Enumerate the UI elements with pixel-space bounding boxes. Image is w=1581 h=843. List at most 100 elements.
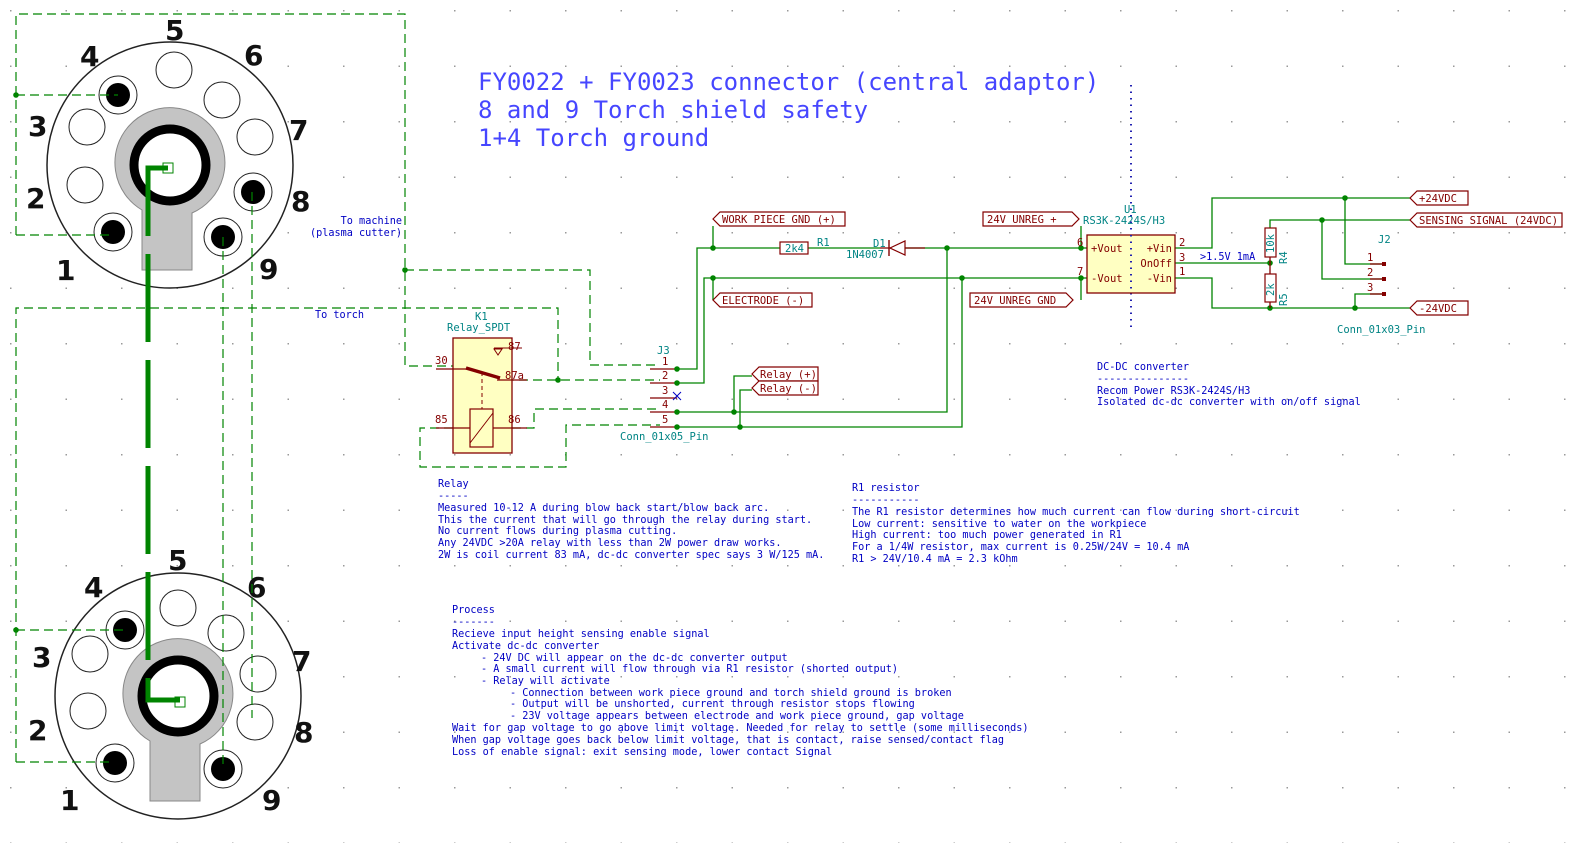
cable-wires[interactable] [15,13,660,768]
pin-marker [162,162,174,174]
net-label-text: WORK PIECE GND (+) [722,214,836,226]
note-rule: ------- [452,617,495,628]
note-title: Process [452,605,495,616]
net-label-relay-neg[interactable]: Relay (-) [751,380,819,396]
d1-ref: D1 [873,238,886,250]
u1-pin-vin-pos: +Vin [1147,243,1172,255]
note-line: Recom Power RS3K-2424S/H3 [1097,386,1250,397]
u1-value: RS3K-2424S/H3 [1083,215,1165,227]
pin-number-4: 4 [80,40,99,73]
note-line: - 23V voltage appears between electrode … [510,711,964,722]
j2-value: Conn_01x03_Pin [1337,324,1426,336]
note-r1-resistor: R1 resistor ----------- The R1 resistor … [852,483,1300,565]
connector-j2[interactable]: J2 1 2 3 Conn_01x03_Pin [1337,234,1426,336]
connector-bottom-image [55,573,301,819]
pin-hole-3 [68,108,106,146]
u1-pin-7: 7 [1077,266,1083,278]
note-line: - Output will be unshorted, current thro… [510,699,915,710]
r1-value: 2k4 [785,243,804,255]
pin-number-3: 3 [28,110,47,143]
note-line: Recieve input height sensing enable sign… [452,629,710,640]
net-label-24v-unreg-gnd[interactable]: 24V UNREG GND [969,292,1074,308]
pin-number-6: 6 [244,39,263,72]
to-machine-label: To machine [341,216,402,227]
note-line: High current: too much power generated i… [852,530,1122,541]
u1-pin-1: 1 [1179,266,1185,278]
note-line: 2W is coil current 83 mA, dc-dc converte… [438,550,824,561]
pin-number-3: 3 [32,641,51,674]
r5-value: 2k [1265,283,1277,296]
note-line: Wait for gap voltage to go above limit v… [452,723,1029,734]
resistor-r1[interactable]: 2k4 R1 [779,237,830,255]
pin-hole-6 [203,81,241,119]
pin-number-9: 9 [262,784,281,817]
net-label-24v-unreg-pos[interactable]: 24V UNREG + [982,211,1080,227]
j3-pin-5: 5 [662,414,668,426]
note-title: R1 resistor [852,483,919,494]
diode-d1[interactable]: D1 1N4007 [846,238,925,261]
j3-pin-1: 1 [662,356,668,368]
j3-ref: J3 [657,345,670,357]
relay-pin-86: 86 [508,414,521,426]
cable-label-to-machine: To machine (plasma cutter) [310,216,402,239]
connector-top-pin-numbers: 1 2 3 4 5 6 7 8 9 [26,14,310,287]
net-label-text: Relay (-) [760,383,817,395]
note-rule: ----- [438,491,469,502]
relay-pin-85: 85 [435,414,448,426]
u1-pin-2: 2 [1179,237,1185,249]
note-line: Measured 10-12 A during blow back start/… [438,503,769,514]
net-label-sensing-signal[interactable]: SENSING SIGNAL (24VDC) [1409,212,1563,228]
net-label-text: Relay (+) [760,369,817,381]
pin-number-2: 2 [28,714,47,747]
note-line: No current flows during plasma cutting. [438,526,677,537]
note-dcdc-converter: DC-DC converter --------------- Recom Po… [1097,362,1361,408]
note-process: Process ------- Recieve input height sen… [452,605,1029,758]
junctions [674,195,1358,430]
net-label-minus-24vdc[interactable]: -24VDC [1409,300,1469,316]
pin-number-5: 5 [168,544,187,577]
dcdc-converter-u1[interactable]: U1 RS3K-2424S/H3 +Vout -Vout +Vin OnOff … [1077,204,1185,294]
connector-j3[interactable]: J3 1 2 3 4 5 Conn_01x05_Pin [620,345,709,443]
to-torch-label: To torch [315,310,364,321]
note-line: This the current that will go through th… [438,515,812,526]
note-title: DC-DC converter [1097,362,1189,373]
j2-pin-1: 1 [1367,252,1373,264]
title-line-3: 1+4 Torch ground [478,124,709,152]
pin-number-8: 8 [294,716,313,749]
net-label-plus-24vdc[interactable]: +24VDC [1409,190,1469,206]
j2-pin-3: 3 [1367,282,1373,294]
u1-ref: U1 [1124,204,1137,216]
note-line: - 24V DC will appear on the dc-dc conver… [481,653,788,664]
resistor-r4[interactable]: 10k R4 [1264,227,1290,264]
note-line: Isolated dc-dc converter with on/off sig… [1097,397,1361,408]
net-label-relay-pos[interactable]: Relay (+) [751,366,819,382]
note-line: Loss of enable signal: exit sensing mode… [452,747,832,758]
j3-pin-3: 3 [662,385,668,397]
j3-value: Conn_01x05_Pin [620,431,709,443]
pin-hole-7 [236,118,274,156]
note-line: Any 24VDC >20A relay with less than 2W p… [438,538,781,549]
net-label-electrode[interactable]: ELECTRODE (-) [712,292,813,308]
pin-number-1: 1 [56,254,75,287]
no-connect-icon [672,391,682,401]
r4-ref: R4 [1278,251,1290,264]
torch-ground-wire[interactable] [145,165,180,703]
pin-number-8: 8 [291,185,310,218]
pin-marker [174,696,186,708]
pin-number-6: 6 [247,571,266,604]
u1-pin-3: 3 [1179,252,1185,264]
net-label-text: +24VDC [1419,193,1457,205]
title-line-2: 8 and 9 Torch shield safety [478,96,868,124]
title-block: FY0022 + FY0023 connector (central adapt… [478,68,1099,152]
r4-value: 10k [1265,233,1277,253]
relay-pin-87a: 87a [505,370,524,382]
relay-k1[interactable]: K1 Relay_SPDT 30 87 87a 85 86 [435,311,527,454]
net-label-work-piece-gnd[interactable]: WORK PIECE GND (+) [712,211,846,227]
pin-number-1: 1 [60,784,79,817]
pin-number-4: 4 [84,571,103,604]
note-line: - Relay will activate [481,676,610,687]
note-rule: ----------- [852,495,919,506]
resistor-r5[interactable]: 2k R5 [1264,263,1290,308]
relay-value: Relay_SPDT [447,322,511,334]
